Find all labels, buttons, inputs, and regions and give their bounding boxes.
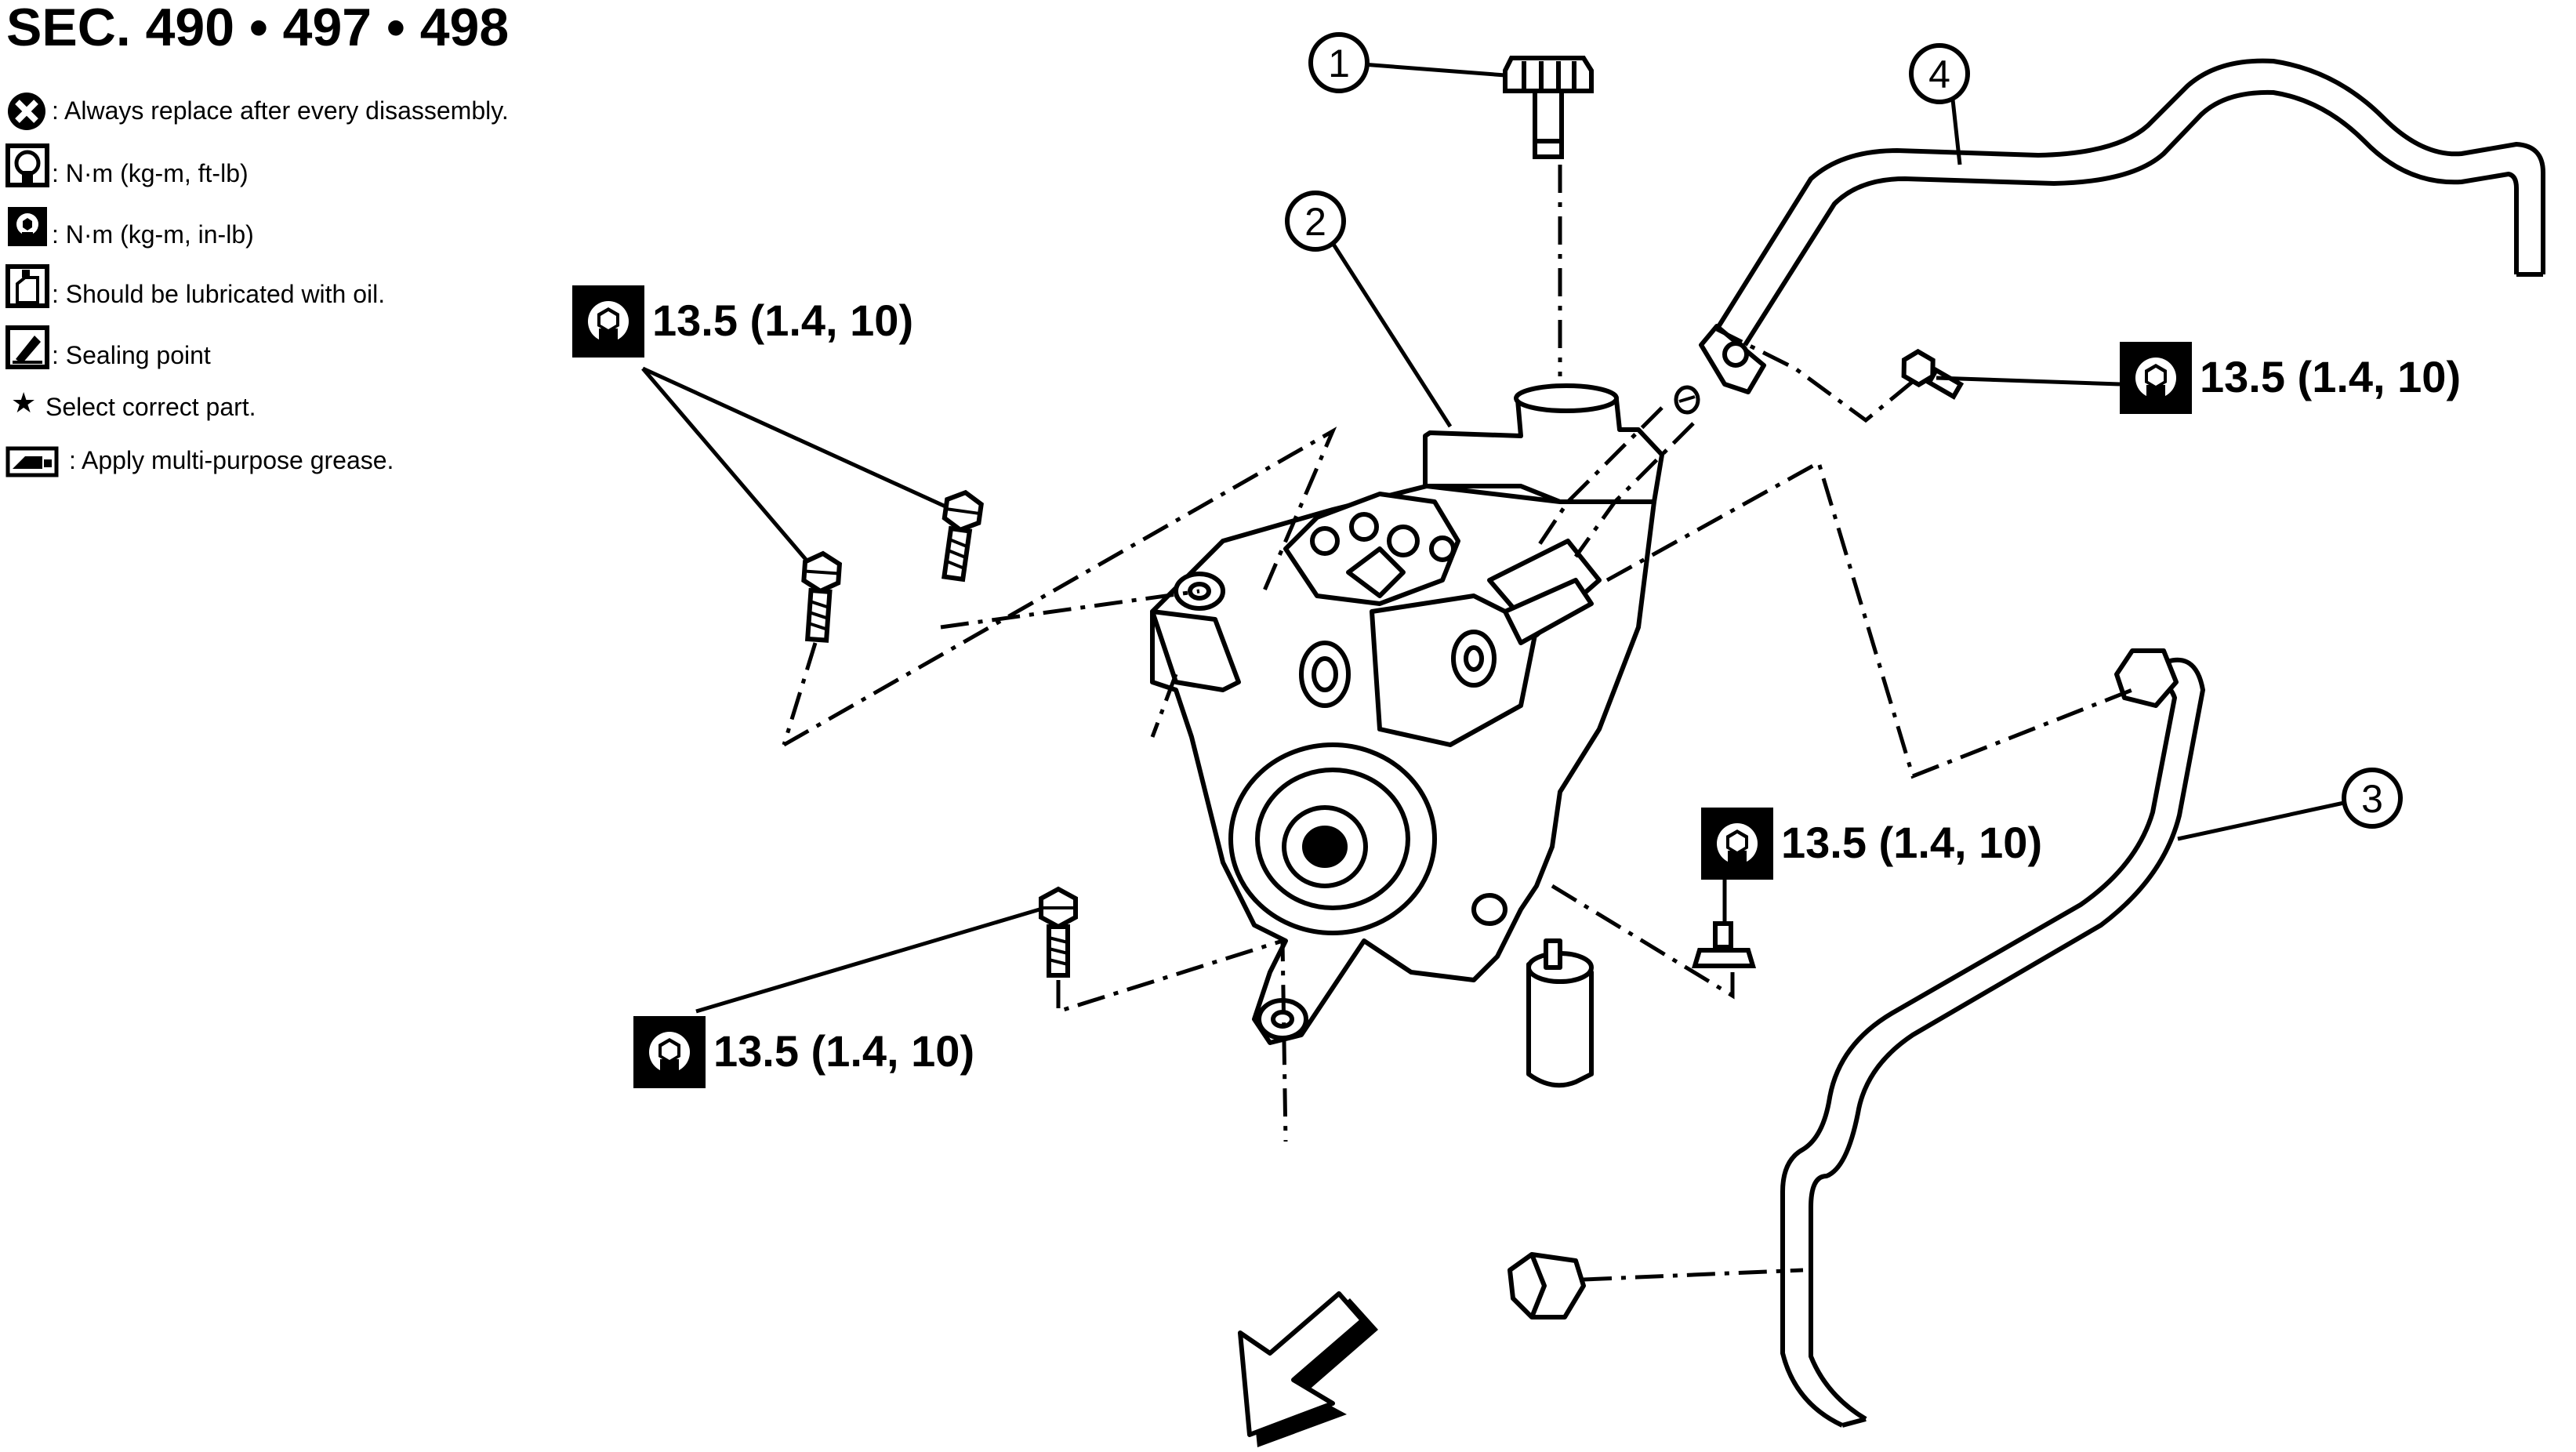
callout-2: 2: [1285, 191, 1453, 428]
torque-icon: [572, 285, 644, 358]
grease-icon: [5, 446, 59, 477]
torque-spec: 13.5 (1.4, 10): [572, 285, 947, 563]
torque-spec: 13.5 (1.4, 10): [633, 907, 1040, 1088]
section-title: SEC. 490 • 497 • 498: [6, 0, 509, 57]
callout-4: 4: [1909, 43, 1970, 165]
torque-icon: [1701, 808, 1773, 880]
torque-value: 13.5 (1.4, 10): [1781, 818, 2042, 867]
o-ring-mark: [1678, 395, 1696, 403]
bolt: [1901, 348, 1965, 400]
pressure-hose: [1780, 648, 2205, 1428]
legend-text: : Apply multi-purpose grease.: [69, 446, 394, 474]
legend-text: : Sealing point: [52, 341, 211, 369]
torque-value: 13.5 (1.4, 10): [2200, 352, 2461, 401]
hose-clip: [1508, 1252, 1586, 1320]
callout-number: 4: [1928, 53, 1950, 96]
suction-hose: [1699, 58, 2545, 394]
callout-number: 2: [1304, 200, 1326, 244]
torque-icon: [633, 1016, 706, 1088]
nut: [1691, 921, 1757, 968]
bolt: [1041, 889, 1076, 975]
torque-inlb-icon: [8, 207, 47, 246]
replace-icon: [8, 93, 45, 130]
legend-text: : N·m (kg-m, ft-lb): [52, 159, 249, 187]
torque-spec: 13.5 (1.4, 10): [1701, 808, 2042, 924]
legend: : Always replace after every disassembly…: [5, 93, 509, 477]
torque-value: 13.5 (1.4, 10): [713, 1026, 974, 1076]
callout-number: 3: [2361, 777, 2383, 821]
torque-value: 13.5 (1.4, 10): [652, 296, 913, 345]
callout-3: 3: [2177, 768, 2403, 841]
reservoir-cap: [1503, 56, 1594, 159]
callout-1: 1: [1308, 32, 1506, 93]
legend-text: Select correct part.: [45, 393, 256, 421]
bolt: [800, 553, 840, 641]
legend-text: : Always replace after every disassembly…: [52, 96, 509, 125]
sealing-icon: [5, 325, 49, 369]
torque-icon: [2120, 342, 2192, 414]
legend-text: : Should be lubricated with oil.: [52, 280, 385, 308]
torque-spec: 13.5 (1.4, 10): [1936, 342, 2461, 414]
power-steering-pump: [1150, 383, 1664, 1088]
torque-ftlb-icon: [5, 143, 49, 187]
front-arrow-icon: [1238, 1291, 1378, 1447]
callout-number: 1: [1328, 42, 1350, 85]
star-icon: ★: [11, 387, 36, 419]
assembly-lines: [782, 165, 2133, 1282]
oil-icon: [5, 264, 49, 308]
legend-text: : N·m (kg-m, in-lb): [52, 220, 254, 249]
